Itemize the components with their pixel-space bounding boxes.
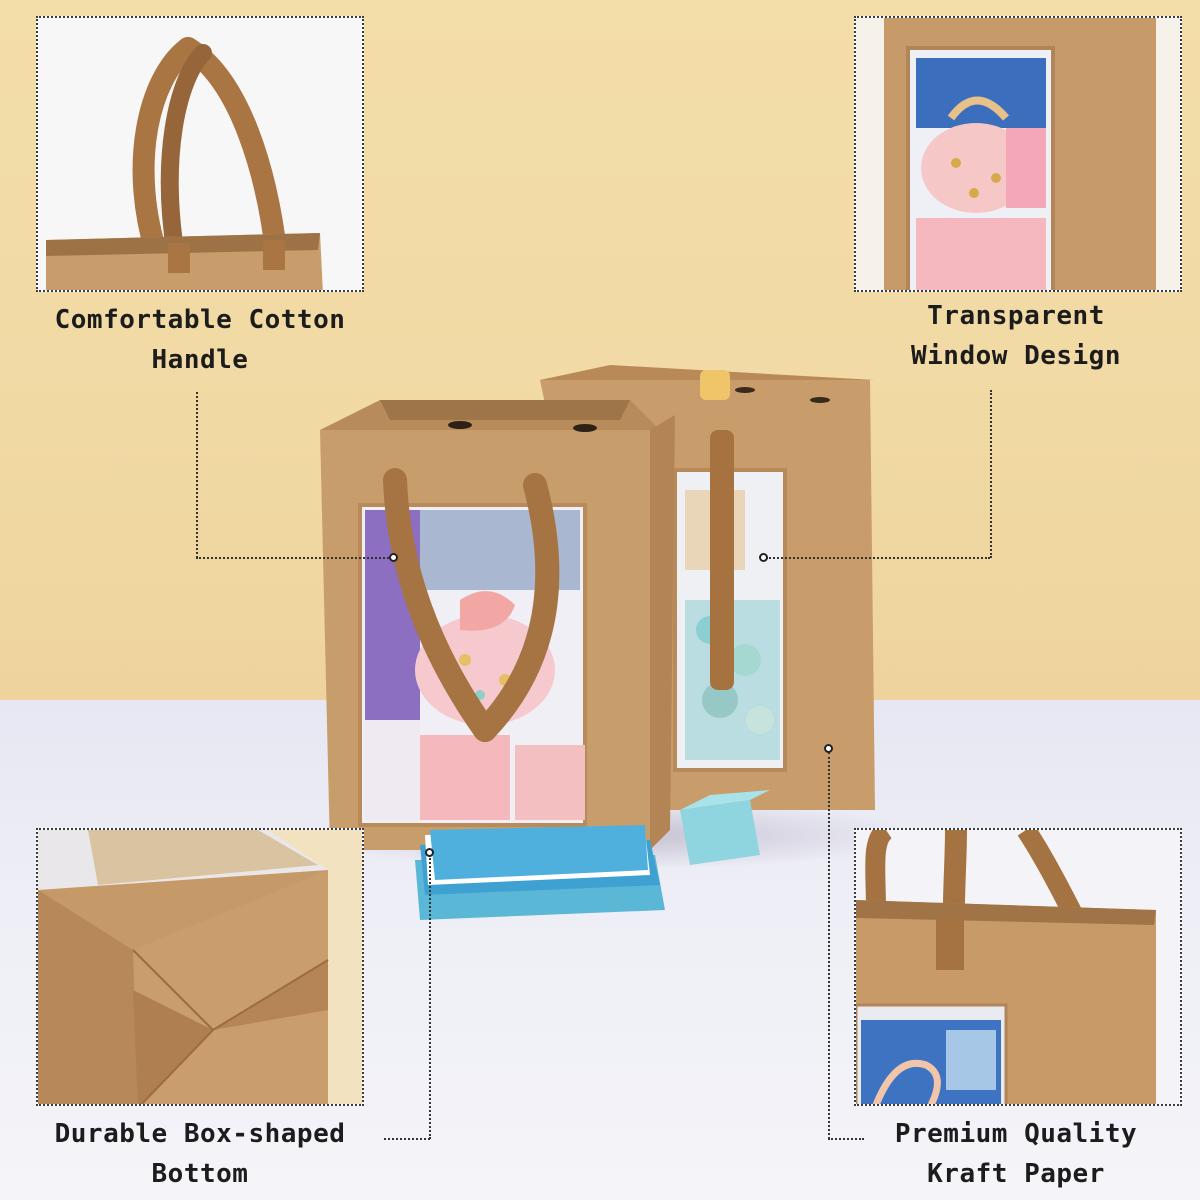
connector-paper-h — [828, 1138, 864, 1140]
connector-handle-pin — [389, 553, 398, 562]
connector-window-pin — [759, 553, 768, 562]
paper-closeup — [856, 830, 1180, 1104]
caption-bottom-line1: Durable Box-shaped — [54, 1119, 346, 1149]
window-closeup — [856, 18, 1180, 290]
caption-bottom-line2: Bottom — [151, 1159, 249, 1189]
teal-gift-box — [680, 790, 770, 865]
connector-paper-pin — [824, 744, 833, 753]
caption-handle-line1: Comfortable Cotton — [54, 305, 346, 335]
connector-bottom-h — [384, 1138, 430, 1140]
caption-paper-line1: Premium Quality — [894, 1119, 1138, 1149]
caption-window-line1: Transparent — [927, 301, 1105, 331]
callout-window-image — [854, 16, 1182, 292]
caption-window-line2: Window Design — [911, 341, 1121, 371]
caption-paper: Premium Quality Kraft Paper — [836, 1114, 1196, 1194]
caption-paper-line2: Kraft Paper — [927, 1159, 1105, 1189]
connector-bottom-pin — [425, 848, 434, 857]
front-bag — [320, 400, 675, 850]
caption-window: Transparent Window Design — [836, 296, 1196, 376]
callout-paper-image — [854, 828, 1182, 1106]
connector-window-h — [766, 557, 990, 559]
caption-handle-line2: Handle — [151, 345, 249, 375]
product-photo — [320, 365, 875, 920]
connector-window-v — [990, 390, 992, 558]
callout-handle-image — [36, 16, 364, 292]
callout-bottom-image — [36, 828, 364, 1106]
bottom-closeup — [38, 830, 362, 1104]
connector-handle-h — [196, 557, 392, 559]
connector-handle-v — [196, 392, 198, 558]
handle-closeup — [38, 18, 362, 290]
caption-bottom: Durable Box-shaped Bottom — [20, 1114, 380, 1194]
connector-paper-v — [828, 752, 830, 1139]
notebooks — [415, 825, 665, 920]
caption-handle: Comfortable Cotton Handle — [20, 300, 380, 380]
connector-bottom-v — [429, 855, 431, 1139]
